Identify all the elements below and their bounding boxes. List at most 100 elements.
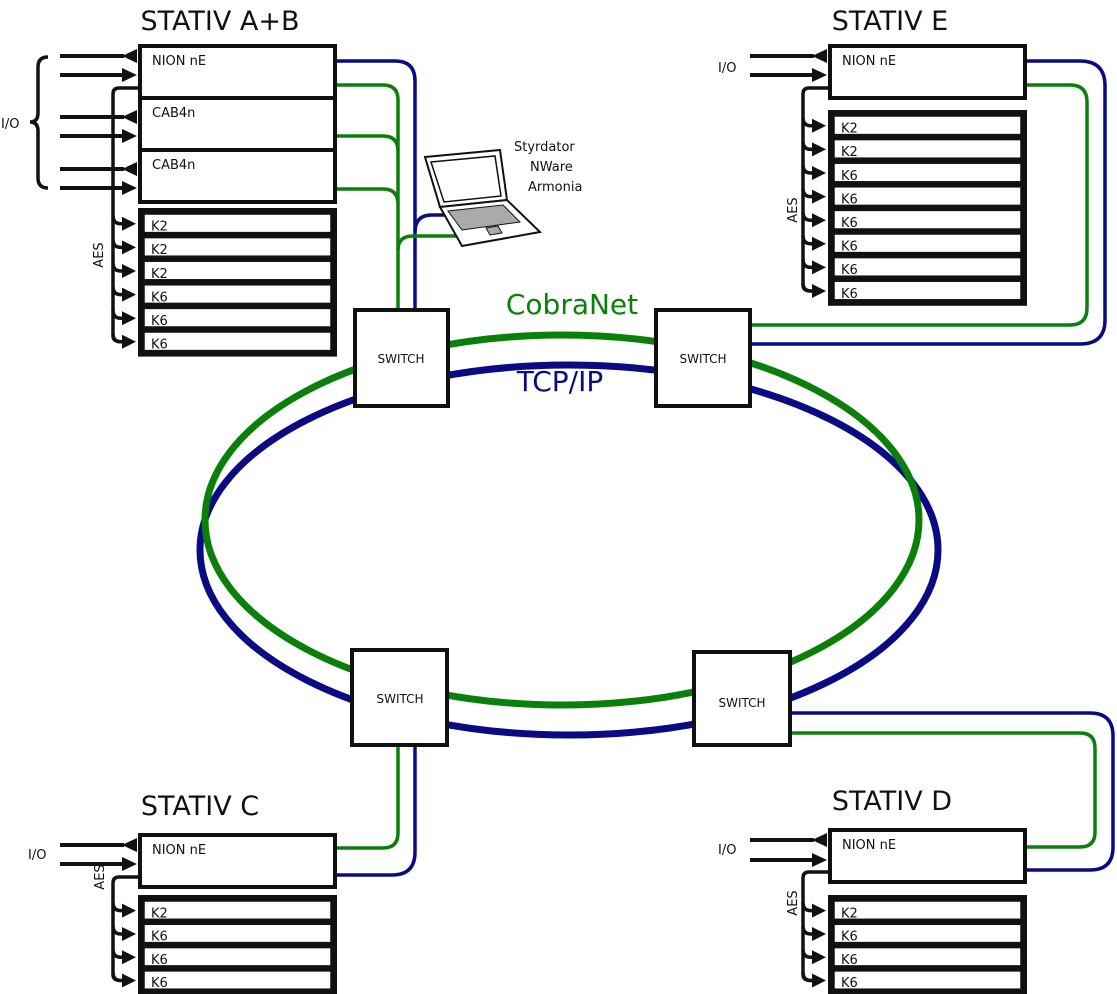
arrowhead-icon [122,216,136,231]
module-cab4n[interactable]: CAB4n [138,96,337,152]
module-label: NION nE [152,843,206,858]
card-k6[interactable]: K6 [801,968,1024,992]
arrowhead-icon [122,973,136,988]
module-label: CAB4n [152,158,195,173]
card-box [831,184,1024,209]
aes-label: AES [92,242,107,267]
io-input-arrow [750,853,827,867]
module-nion-ne[interactable]: NION nE [828,44,1027,100]
module-nion-ne[interactable]: NION nE [138,44,337,100]
stativ-title: STATIV D [832,786,952,817]
io-label: I/O [718,61,736,76]
arrowhead-icon [812,213,826,228]
aes-bus [111,875,140,983]
arrowhead-icon [812,926,826,941]
card-label: K6 [841,976,858,991]
aes-label: AES [786,197,801,222]
card-k6[interactable]: K6 [801,921,1024,946]
io-input-arrow [60,129,137,143]
switch-bottom-left[interactable]: SWITCH [350,648,449,747]
card-box [831,207,1024,232]
arrowhead-icon [812,189,826,204]
arrowhead-icon [122,287,136,302]
io-label: I/O [28,848,46,863]
aes-branch [111,215,126,226]
switch-label: SWITCH [376,692,423,706]
arrowhead-icon [122,926,136,941]
cobranet-cable-d [790,731,1097,849]
tcpip-cable-e [750,59,1107,346]
card-box [831,921,1024,946]
card-k2[interactable]: K2 [801,113,1024,138]
arrowhead-icon [122,181,137,195]
module-nion-ne[interactable]: NION nE [828,828,1027,884]
laptop-icon[interactable] [423,148,543,248]
aes-branch [111,902,126,913]
module-cab4n[interactable]: CAB4n [138,148,337,204]
arrowhead-icon [812,853,827,867]
controller-line-3: Armonia [528,180,582,195]
card-label: K6 [841,216,858,231]
card-label: K6 [841,287,858,302]
card-k6[interactable]: K6 [801,231,1024,256]
arrowhead-icon [812,833,827,847]
card-k6[interactable]: K6 [111,305,334,330]
module-label: NION nE [842,838,896,853]
card-k6[interactable]: K6 [111,282,334,307]
card-box [141,282,334,307]
card-label: K2 [151,243,168,258]
controller-line-2: NWare [530,160,573,175]
aes-branch [801,141,816,152]
card-box [141,944,334,969]
card-k6[interactable]: K6 [801,254,1024,279]
card-label: K2 [151,906,168,921]
io-output-arrow [60,49,137,63]
aes-branch [801,902,816,913]
card-k2[interactable]: K2 [801,136,1024,161]
module-box [138,96,337,152]
switch-bottom-right[interactable]: SWITCH [692,650,792,747]
card-k6[interactable]: K6 [801,160,1024,185]
card-k6[interactable]: K6 [111,968,334,992]
switch-label: SWITCH [718,696,765,710]
card-k6[interactable]: K6 [111,944,334,969]
aes-branch [801,972,816,983]
card-k6[interactable]: K6 [111,329,334,354]
card-k6[interactable]: K6 [801,184,1024,209]
arrowhead-icon [122,838,137,852]
card-k2[interactable]: K2 [111,258,334,283]
card-k6[interactable]: K6 [801,944,1024,969]
card-label: K2 [151,267,168,282]
cobranet-label: CobraNet [506,288,638,321]
card-k6[interactable]: K6 [111,921,334,946]
io-input-arrow [750,68,827,82]
switch-top-right[interactable]: SWITCH [654,308,752,408]
arrowhead-icon [122,162,137,176]
card-label: K6 [841,192,858,207]
card-label: K2 [151,220,168,235]
card-k2[interactable]: K2 [111,211,334,236]
card-k2[interactable]: K2 [111,898,334,923]
arrowhead-icon [122,68,137,82]
module-nion-ne[interactable]: NION nE [138,833,337,889]
card-k2[interactable]: K2 [111,234,334,259]
controller-line-1: Styrdator [514,140,575,155]
switch-top-left[interactable]: SWITCH [353,308,450,408]
card-k6[interactable]: K6 [801,207,1024,232]
aes-branch [111,310,126,320]
arrowhead-icon [122,110,137,124]
aes-branch [111,972,126,983]
cobranet-cable-c [335,745,400,850]
card-k2[interactable]: K2 [801,898,1024,923]
arrowhead-icon [122,334,136,349]
aes-branch [111,949,126,959]
module-box [138,148,337,204]
arrowhead-icon [122,903,136,918]
card-k6[interactable]: K6 [801,278,1024,303]
tcpip-label: TCP/IP [516,365,603,398]
aes-branch [801,212,816,222]
arrowhead-icon [812,49,827,63]
